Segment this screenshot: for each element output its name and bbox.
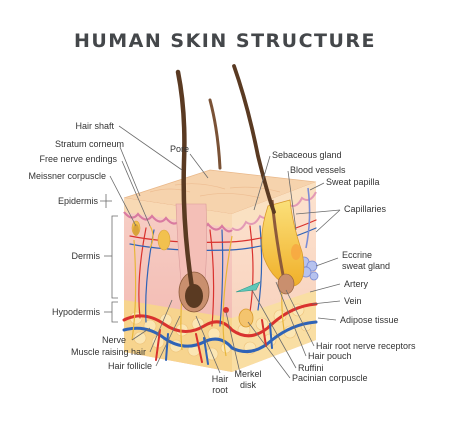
vein-vessel [122, 320, 318, 354]
label-hypodermis: Hypodermis [52, 307, 101, 317]
label-meissner-corpuscle: Meissner corpuscle [28, 171, 106, 181]
label-pore: Pore [170, 144, 189, 154]
skin-block [122, 64, 319, 372]
hair-shaft-left [175, 69, 195, 291]
artery-vessel [122, 302, 318, 338]
meissner-corpuscle-shape [133, 224, 139, 236]
label-eccrine-1: Eccrine [342, 250, 372, 260]
label-capillaries: Capillaries [344, 204, 387, 214]
label-hair-follicle: Hair follicle [108, 361, 152, 371]
label-pacinian-corpuscle: Pacinian corpuscle [292, 373, 368, 383]
label-vein: Vein [344, 296, 362, 306]
label-stratum-corneum: Stratum corneum [55, 139, 124, 149]
label-sebaceous-gland: Sebaceous gland [272, 150, 342, 160]
hair-shaft-back [208, 98, 222, 170]
label-artery: Artery [344, 279, 369, 289]
label-sweat-papilla: Sweat papilla [326, 177, 380, 187]
label-hair-root-1: Hair [212, 374, 229, 384]
label-nerve: Nerve [102, 335, 126, 345]
label-dermis: Dermis [72, 251, 101, 261]
label-hair-pouch: Hair pouch [308, 351, 352, 361]
diagram-title: HUMAN SKIN STRUCTURE [73, 30, 377, 52]
label-eccrine-2: sweat gland [342, 261, 390, 271]
labels: Hair shaft Pore Stratum corneum Free ner… [28, 121, 416, 395]
label-hair-shaft: Hair shaft [75, 121, 114, 131]
label-adipose-tissue: Adipose tissue [340, 315, 399, 325]
label-blood-vessels: Blood vessels [290, 165, 346, 175]
label-free-nerve-endings: Free nerve endings [39, 154, 117, 164]
pacinian-corpuscle-shape [238, 308, 254, 328]
label-hair-root-nerve-receptors: Hair root nerve receptors [316, 341, 416, 351]
label-epidermis: Epidermis [58, 196, 99, 206]
label-merkel-disk-2: disk [240, 380, 257, 390]
label-hair-root-2: root [212, 385, 228, 395]
label-ruffini: Ruffini [298, 363, 323, 373]
receptors [133, 224, 261, 328]
label-merkel-disk-1: Merkel [234, 369, 261, 379]
leader-lines [100, 125, 341, 379]
merkel-disk-shape [223, 307, 229, 313]
ruffini-shape [235, 281, 261, 293]
label-muscle-raising-hair: Muscle raising hair [71, 347, 146, 357]
hair-shaft-right [232, 64, 276, 214]
